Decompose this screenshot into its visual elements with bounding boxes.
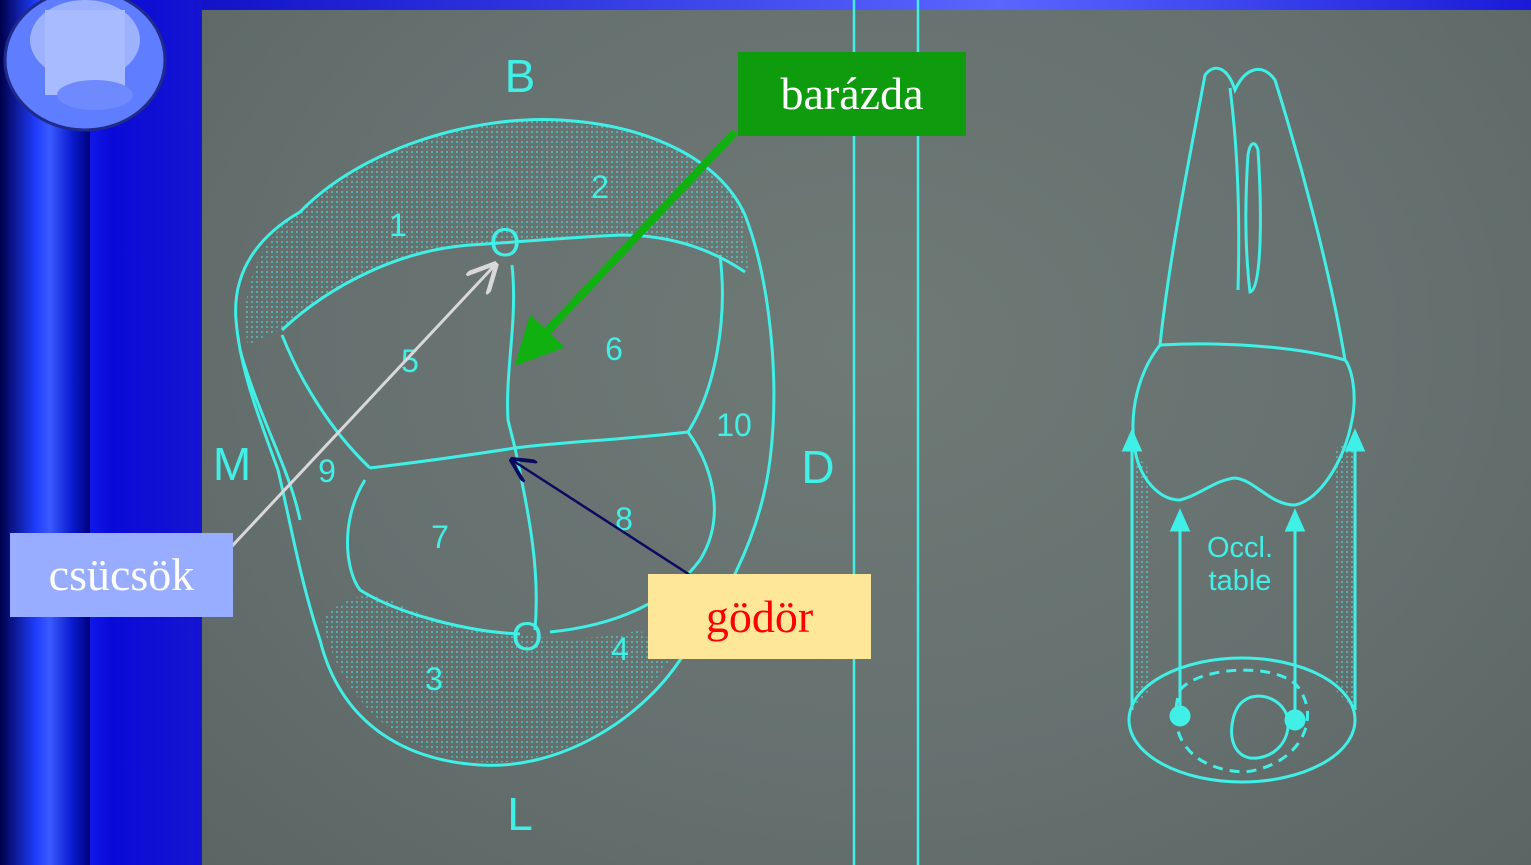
cusps-callout-arrow — [203, 265, 495, 577]
mesial-lingual-ridge — [346, 479, 521, 636]
central-groove — [369, 430, 689, 470]
region-number-10: 10 — [716, 407, 752, 443]
region-number-4: 4 — [611, 631, 629, 667]
marginal-ridge-lower — [238, 349, 302, 521]
label-lingual: L — [507, 788, 533, 840]
fossa-callout-label: gödör — [648, 574, 871, 659]
label-distal: D — [801, 441, 834, 493]
occlusal-table-ellipse — [1127, 656, 1357, 784]
region-number-2: 2 — [591, 169, 609, 205]
left-dotted-column — [1132, 450, 1150, 710]
contact-point-left — [1169, 705, 1191, 727]
side-view-label-line2: table — [1209, 565, 1272, 597]
side-view-tooth — [1121, 66, 1366, 784]
lingual-groove — [513, 447, 538, 631]
occlusal-view — [234, 118, 776, 767]
right-dotted-column — [1335, 430, 1355, 710]
region-number-7: 7 — [431, 519, 449, 555]
buccal-dotted-band — [245, 119, 748, 345]
inner-fissure — [1230, 694, 1290, 760]
distal-lingual-ridge — [549, 431, 716, 634]
arrowhead-outer-right — [1344, 428, 1366, 452]
cusp-mark-buccal: O — [489, 221, 520, 265]
arrowhead-inner-right — [1284, 508, 1306, 532]
region-number-3: 3 — [425, 661, 443, 697]
left-gradient-bar — [0, 0, 90, 865]
crown-outline — [1131, 342, 1356, 507]
label-buccal: B — [505, 50, 536, 102]
groove-callout-arrow — [514, 129, 738, 366]
fossa-callout-arrow — [512, 460, 691, 577]
region-number-1: 1 — [389, 207, 407, 243]
side-view-label-line1: Occl. — [1207, 532, 1273, 564]
mesial-ridge — [280, 334, 372, 470]
root-split — [1228, 87, 1241, 291]
contact-point-right — [1284, 709, 1306, 731]
cusps-callout-label: csücsök — [10, 533, 233, 617]
buccal-ridge — [280, 233, 746, 332]
lingual-dotted-band — [322, 596, 670, 763]
arrowhead-outer-left — [1121, 428, 1143, 452]
region-number-9: 9 — [318, 453, 336, 489]
arrowhead-inner-left — [1169, 508, 1191, 532]
root-canal — [1244, 142, 1262, 294]
groove-callout-label: barázda — [738, 52, 966, 136]
root-outline — [1158, 66, 1347, 361]
distal-ridge — [686, 254, 724, 433]
top-decorative-band — [202, 0, 1531, 10]
buccal-groove — [506, 264, 517, 449]
bell-logo-icon — [3, 0, 167, 132]
cusp-mark-lingual: O — [511, 615, 542, 659]
region-number-6: 6 — [605, 331, 623, 367]
label-mesial: M — [213, 438, 251, 490]
